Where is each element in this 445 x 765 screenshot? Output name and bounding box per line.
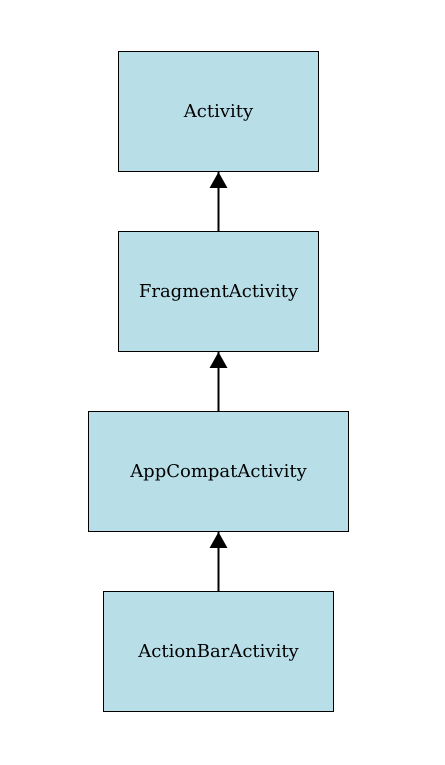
- node-activity: Activity: [118, 51, 319, 172]
- node-appcompatactivity: AppCompatActivity: [88, 411, 349, 532]
- node-activity-label: Activity: [183, 101, 254, 122]
- node-appcompatactivity-label: AppCompatActivity: [130, 461, 307, 482]
- node-fragmentactivity-label: FragmentActivity: [138, 281, 299, 302]
- node-actionbaractivity: ActionBarActivity: [103, 591, 334, 712]
- node-fragmentactivity: FragmentActivity: [118, 231, 319, 352]
- node-actionbaractivity-label: ActionBarActivity: [138, 641, 299, 662]
